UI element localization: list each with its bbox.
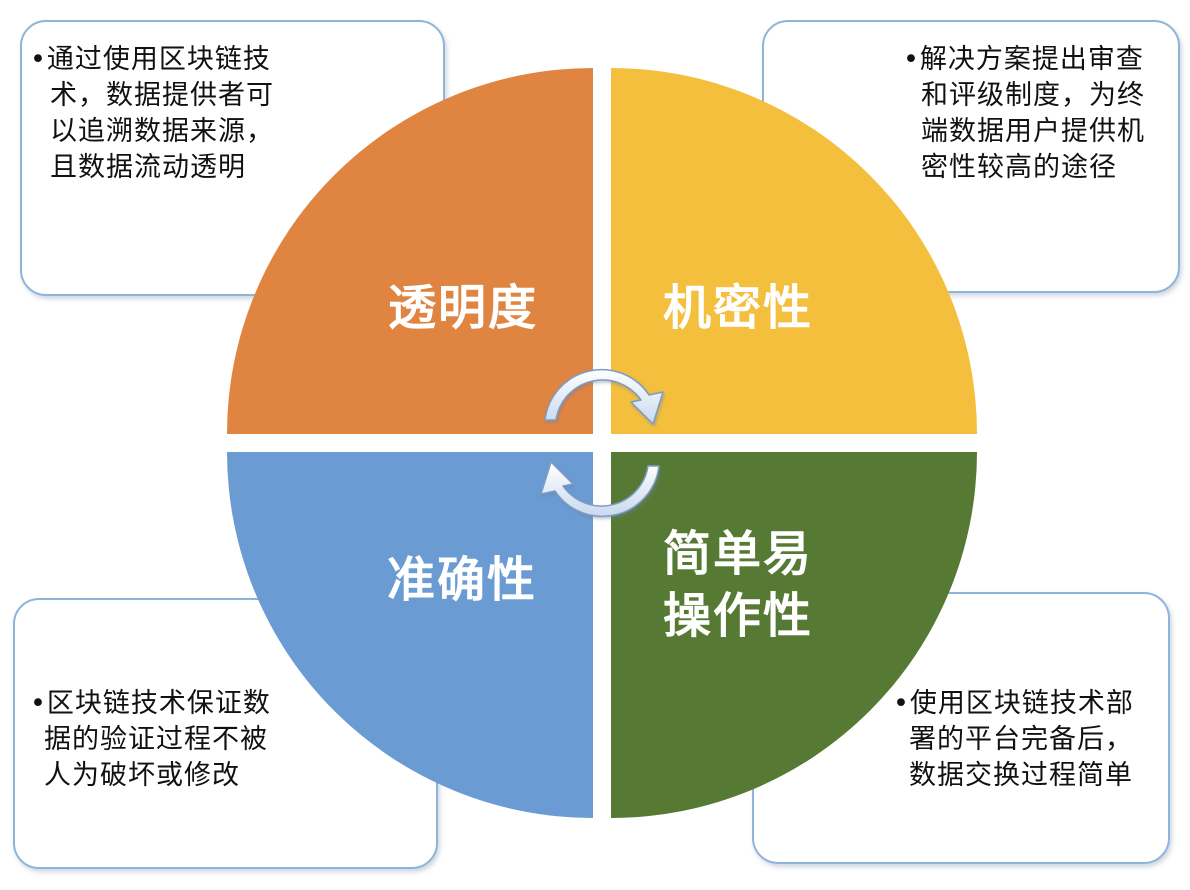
cycle-arrow-icon (544, 368, 664, 425)
text-line: 署的平台完备后， (909, 724, 1133, 755)
cycle-arrow-icon (540, 461, 660, 518)
text-line: 且数据流动透明 (50, 152, 246, 183)
text-line: 密性较高的途径 (921, 152, 1117, 183)
callout-text-top-right: •解决方案提出审查 和评级制度，为终 端数据用户提供机 密性较高的途径 (903, 42, 1145, 186)
text-line: 端数据用户提供机 (921, 116, 1145, 147)
text-line: 以追溯数据来源， (50, 116, 274, 147)
text-line: 数据交换过程简单 (909, 760, 1133, 791)
quadrant-bottom-right (611, 452, 977, 818)
quadrant-label-bottom-right-line-2: 操作性 (663, 588, 813, 644)
text-line: •区块链技术保证数 (30, 688, 271, 719)
callout-text-bottom-left: •区块链技术保证数 据的验证过程不被 人为破坏或修改 (30, 686, 271, 794)
text-line: •通过使用区块链技 (30, 44, 271, 75)
text-line: 术，数据提供者可 (50, 80, 274, 111)
text-line: •使用区块链技术部 (893, 688, 1134, 719)
quadrant-bottom-left (227, 452, 593, 818)
quadrant-label-bottom-left: 准确性 (387, 552, 537, 608)
quadrant-top-right (611, 68, 977, 434)
text-line: •解决方案提出审查 (903, 44, 1144, 75)
callout-text-bottom-right: •使用区块链技术部 署的平台完备后， 数据交换过程简单 (893, 686, 1134, 794)
text-line: 和评级制度，为终 (921, 80, 1145, 111)
text-line: 据的验证过程不被 (44, 724, 268, 755)
quadrant-top-left (227, 68, 593, 434)
quadrant-label-top-left: 透明度 (388, 280, 538, 336)
text-line: 人为破坏或修改 (44, 760, 240, 791)
callout-text-top-left: •通过使用区块链技 术，数据提供者可 以追溯数据来源， 且数据流动透明 (30, 42, 274, 186)
quadrant-label-top-right: 机密性 (663, 280, 813, 336)
quadrant-label-bottom-right-line-1: 简单易 (663, 526, 813, 582)
